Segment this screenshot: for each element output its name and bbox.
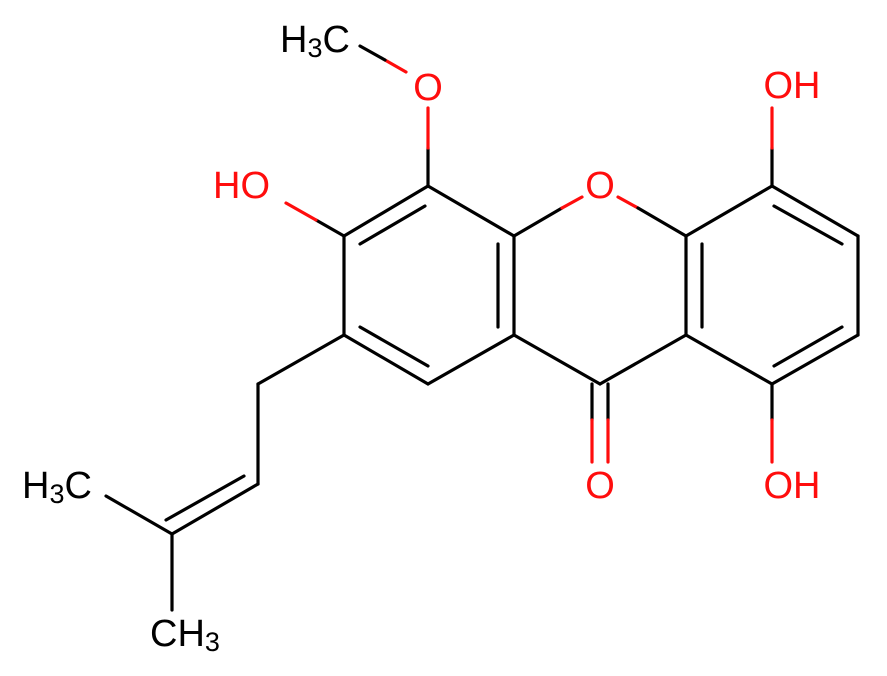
methoxy-oxygen-label: O [413,67,443,109]
bond-c7-c8-inner [772,325,844,368]
bond-c10a-c5 [684,184,774,238]
bond-c9-c9a [512,333,602,386]
hydroxy-3-label: HO [213,165,270,207]
bond-c2-ch2 [256,333,346,386]
bond-o10-c10a-red [616,195,640,210]
hydroxy-5-label: OH [764,65,821,107]
bond-c5-c6 [770,184,860,238]
bond-c2-c1-inner [358,325,430,368]
prenyl-methyl-b-label: CH3 [150,613,220,657]
bond-c5-c6-inner [772,204,844,246]
carbonyl-oxygen-label: O [585,465,615,507]
methoxy-ch3-label: H3C [280,19,350,63]
hydroxy-8-label: OH [764,465,821,507]
atom-labels: H3C O HO O OH O OH H3C CH3 [22,19,821,657]
bond-c2-c1 [342,333,430,386]
bond-ch-c-inner [164,474,246,522]
bond-c-ch3a [104,494,174,536]
bond-c3-oh [314,218,346,238]
bond-c4a-c4 [426,184,516,238]
bond-c1-c9a [426,333,516,386]
bond-o-ch3-red [383,58,408,74]
bond-o10-c10a [636,206,688,238]
bond-c7-c8 [770,333,860,386]
bond-ch-c [170,482,260,536]
bond-o10-c4a-red [560,195,584,210]
bond-c4-c3-inner [358,204,427,246]
bond-c4a-o10 [512,206,564,238]
ring-oxygen-label: O [585,165,615,207]
bond-o-ch3 [358,44,387,62]
bond-c3-oh-red [284,201,318,222]
bond-c4-c3 [342,184,430,238]
bond-c8-c8a [684,333,774,386]
bonds [104,44,860,612]
prenyl-methyl-a-label: H3C [22,465,92,509]
bond-c8a-c9 [598,333,688,386]
